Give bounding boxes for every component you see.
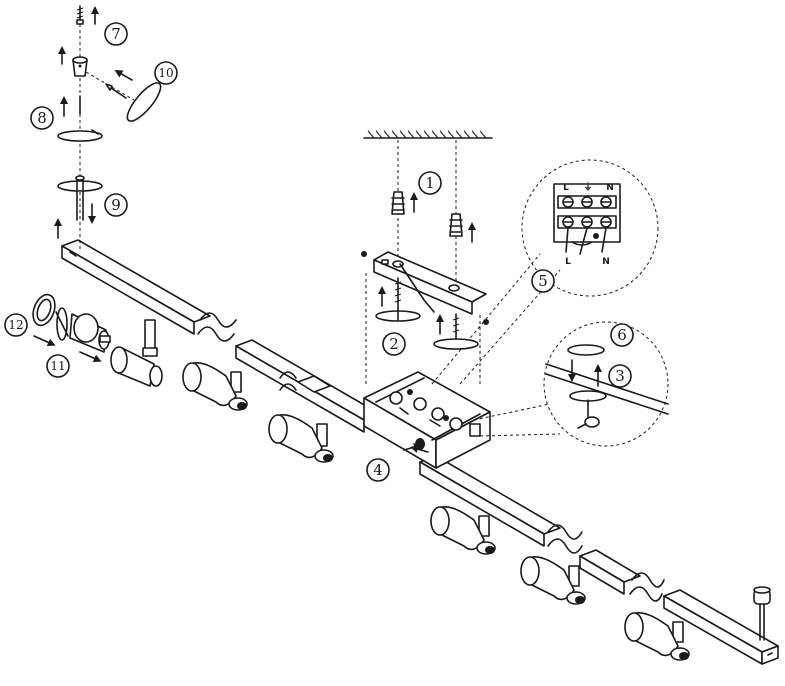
end-cap-screw [76,5,84,25]
step-marker-3: 3 [608,364,632,388]
wall-plug [449,213,463,237]
step-marker-5: 5 [531,269,555,293]
terminal-detail-callout [521,159,659,297]
end-cap-rod [57,175,103,221]
step-marker-2: 2 [382,332,406,356]
spotlight [520,555,586,605]
mounting-bracket [361,251,489,325]
svg-text:6: 6 [617,326,627,344]
step-marker-1: 1 [418,171,442,195]
spotlight [182,361,248,411]
rotation-ring-8 [57,95,103,142]
arrow-10 [114,70,133,81]
track-bar [61,239,779,665]
lamp-ring-exploded [32,293,56,327]
step-marker-9: 9 [104,193,128,217]
arrow-12 [33,335,56,347]
junction-box [363,371,491,469]
end-cap-disc [126,82,162,122]
step-marker-7: 7 [104,22,128,46]
ceiling [363,130,493,139]
ground-icon: ⏚ [583,182,592,193]
terminal-label-l-bottom: L [565,257,571,267]
leader [479,433,561,437]
svg-text:8: 8 [37,109,47,127]
screw [375,277,421,322]
svg-text:9: 9 [111,196,121,214]
svg-text:4: 4 [373,461,383,479]
svg-text:12: 12 [8,318,23,332]
step-marker-6: 6 [610,323,634,347]
terminal-label-n-bottom: N [602,257,610,267]
svg-text:2: 2 [389,335,399,353]
terminal-label-n-top: N [606,183,614,193]
svg-text:10: 10 [158,66,173,80]
lamp-bulb-exploded [55,307,111,353]
step-marker-8: 8 [30,106,54,130]
screw [433,313,479,350]
end-cap-nut [72,56,88,77]
spotlight [624,611,690,661]
end-cap-pin [105,83,127,99]
step-marker-10: 10 [154,61,178,85]
svg-text:11: 11 [50,359,65,373]
leader [473,403,551,421]
step-marker-4: 4 [366,458,390,482]
svg-text:5: 5 [538,272,548,290]
step-marker-11: 11 [46,354,70,378]
spotlight [110,319,163,387]
svg-text:3: 3 [615,367,625,385]
terminal-label-l-top: L [563,183,569,193]
wall-plug [391,191,405,215]
svg-text:7: 7 [111,25,121,43]
set-screw-callout [543,321,669,447]
end-rod [753,586,771,641]
spotlight [430,505,496,555]
step-marker-12: 12 [4,313,28,337]
spotlight [268,413,334,463]
arrow-11 [79,351,102,363]
svg-text:1: 1 [425,174,435,192]
